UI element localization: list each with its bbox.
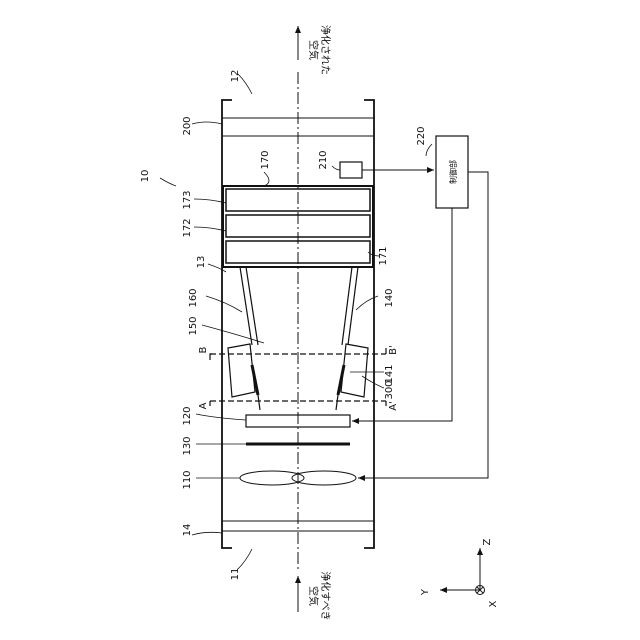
- label-device: 10: [140, 170, 151, 183]
- label-section-a: A: [198, 402, 209, 409]
- inlet-text: 浄化すべき 空気: [307, 571, 332, 620]
- label-mesh: 130: [182, 436, 193, 455]
- axis-y-label: Y: [420, 588, 431, 596]
- leader-lines: [160, 74, 432, 569]
- label-fan: 110: [182, 470, 193, 489]
- label-section-b-prime: B': [388, 345, 399, 355]
- axis-x-label: X: [488, 600, 499, 607]
- label-controller-ref: 220: [416, 126, 427, 145]
- label-sensor: 210: [318, 150, 329, 169]
- label-filter-1: 171: [378, 246, 389, 265]
- label-lamp-unit: 300: [384, 380, 395, 399]
- axis-z-label: Z: [482, 538, 493, 545]
- inlet-text-line1: 浄化すべき: [319, 571, 332, 620]
- label-plate: 120: [182, 406, 193, 425]
- label-housing: 13: [196, 256, 207, 269]
- label-filter-3: 173: [182, 190, 193, 209]
- label-duct-cone: 150: [188, 316, 199, 335]
- axis-gizmo: [440, 548, 485, 595]
- controller-text: 制御部: [448, 160, 458, 184]
- outlet-text-line1: 浄化された: [319, 25, 332, 75]
- outlet-text-line2: 空気: [307, 40, 320, 60]
- outlet-text: 浄化された 空気: [307, 25, 332, 75]
- label-section-a-prime: A': [388, 401, 399, 411]
- label-duct-wall: 160: [188, 288, 199, 307]
- label-section-b: B: [198, 346, 209, 353]
- label-end-part-top: 200: [182, 116, 193, 135]
- label-filter-frame: 170: [260, 150, 271, 169]
- inlet-text-line2: 空気: [307, 586, 320, 606]
- label-outlet: 12: [230, 70, 241, 83]
- sensor: [340, 162, 362, 178]
- label-inlet: 11: [230, 568, 241, 581]
- label-filter-2: 172: [182, 218, 193, 237]
- duct: [240, 267, 358, 345]
- label-end-part-bottom: 14: [182, 524, 193, 537]
- label-duct-edge: 140: [384, 288, 395, 307]
